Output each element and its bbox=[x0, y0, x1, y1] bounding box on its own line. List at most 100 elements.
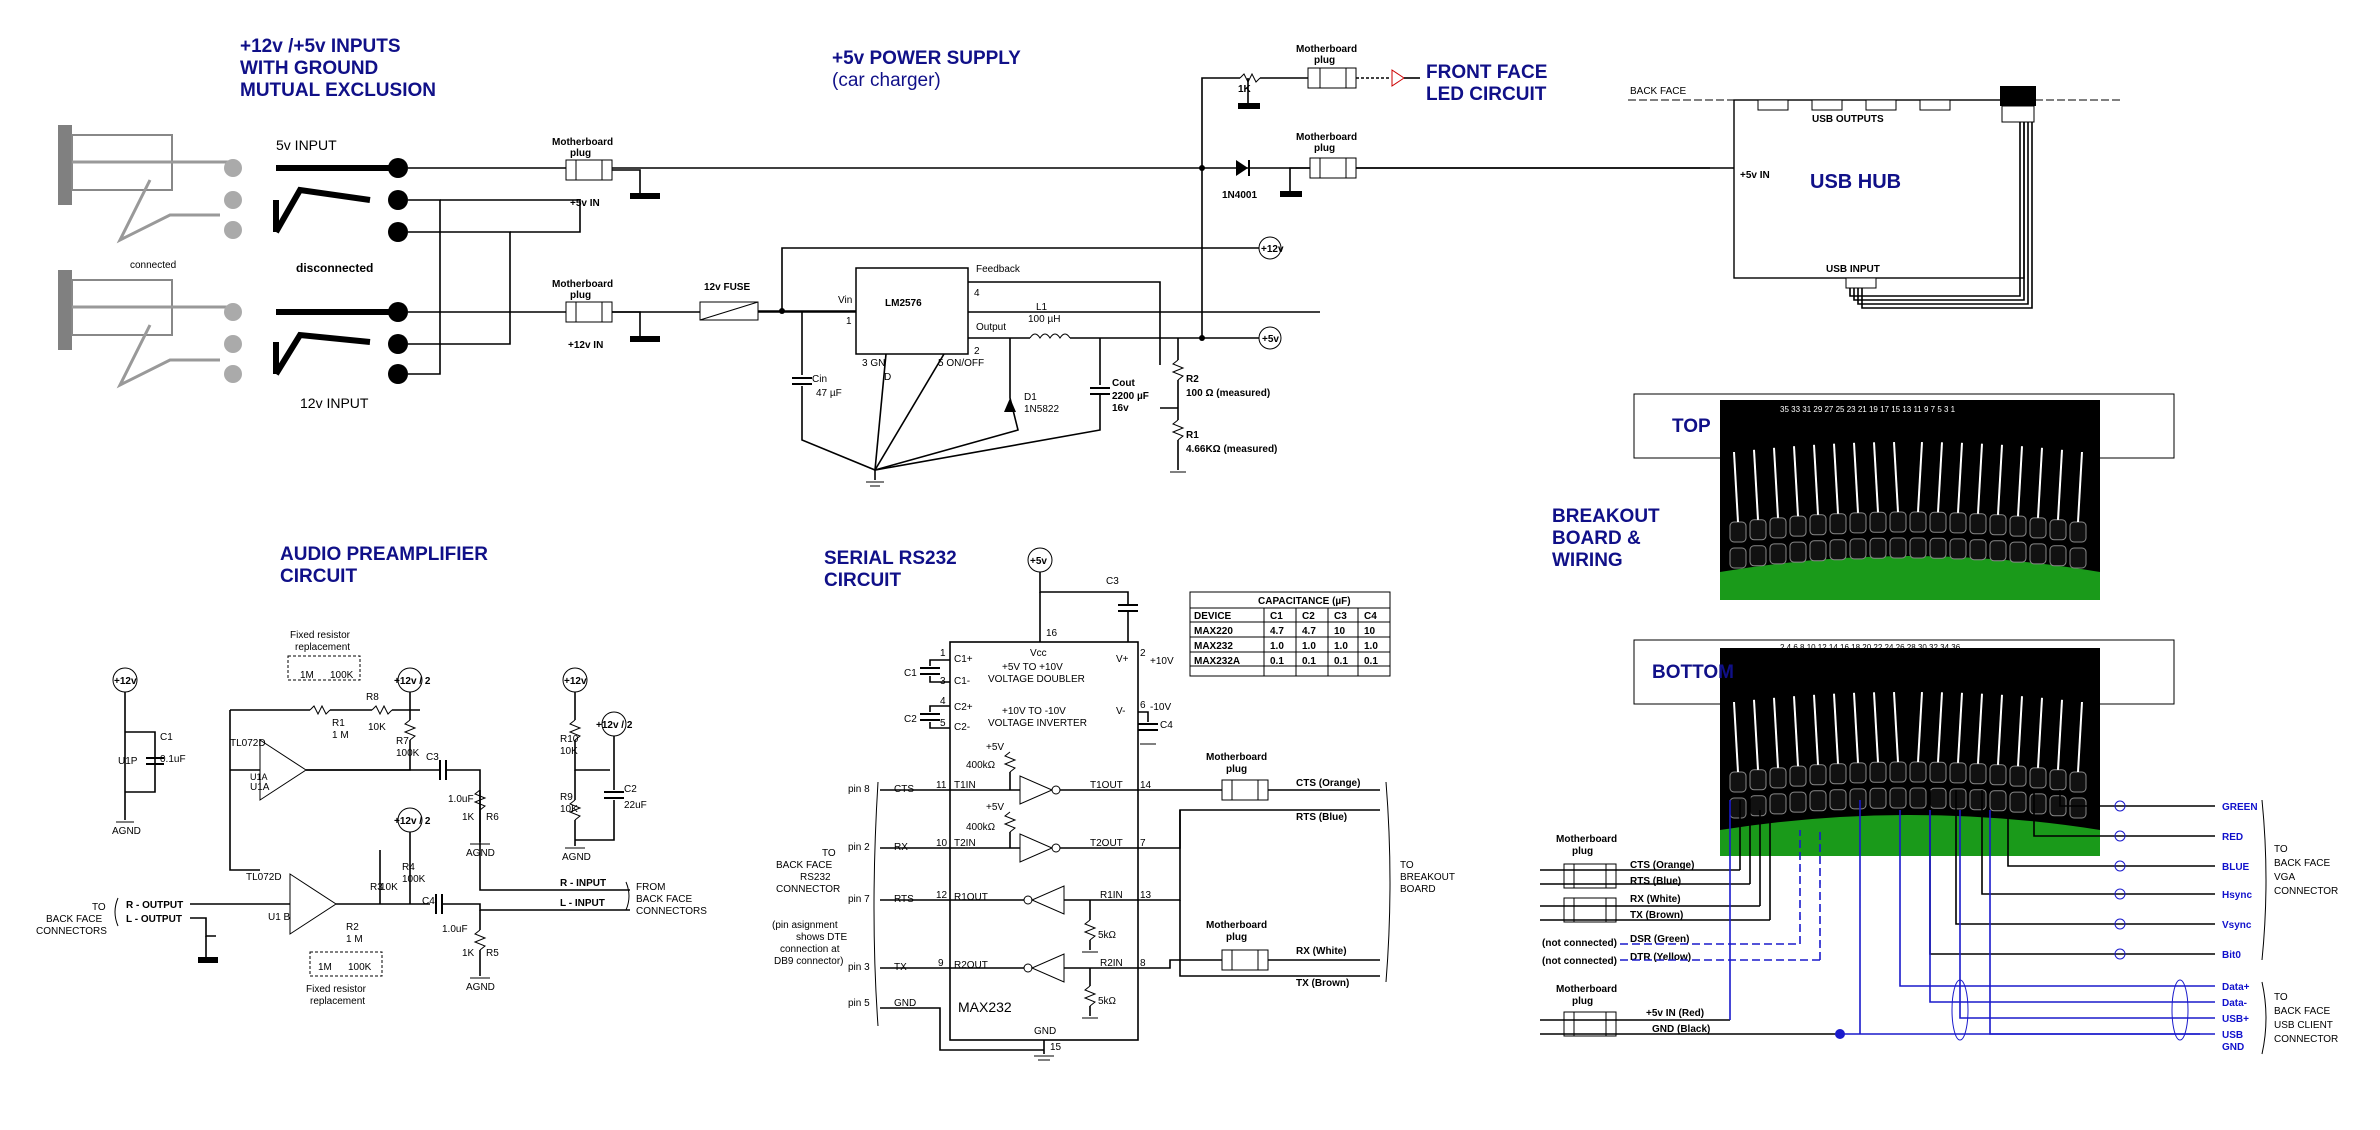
svg-text:LED CIRCUIT: LED CIRCUIT bbox=[1426, 84, 1547, 105]
svg-text:Motherboard: Motherboard bbox=[1556, 984, 1617, 995]
svg-text:BREAKOUT: BREAKOUT bbox=[1400, 872, 1455, 883]
svg-text:R2: R2 bbox=[346, 922, 359, 933]
svg-text:R5: R5 bbox=[486, 948, 499, 959]
svg-text:12: 12 bbox=[936, 890, 948, 901]
svg-text:R1: R1 bbox=[1186, 430, 1199, 441]
svg-text:VOLTAGE INVERTER: VOLTAGE INVERTER bbox=[988, 718, 1087, 729]
svg-text:plug: plug bbox=[1226, 932, 1247, 943]
breakout-pad bbox=[1789, 791, 1807, 813]
svg-text:13: 13 bbox=[1140, 890, 1152, 901]
svg-text:C4: C4 bbox=[1160, 720, 1173, 731]
breakout-pad bbox=[1949, 788, 1967, 810]
heading-psu: +5v POWER SUPPLY (car charger) bbox=[832, 48, 1021, 91]
svg-text:FRONT FACE: FRONT FACE bbox=[1426, 62, 1547, 83]
svg-text:(car charger): (car charger) bbox=[832, 70, 941, 91]
breakout-pad bbox=[1989, 764, 2007, 786]
svg-text:R1OUT: R1OUT bbox=[954, 892, 988, 903]
svg-text:Bit0: Bit0 bbox=[2222, 950, 2241, 961]
breakout-trace bbox=[1853, 442, 1859, 513]
breakout-pad bbox=[1929, 537, 1947, 559]
breakout-pad bbox=[1829, 513, 1847, 535]
breakout-wiring: Motherboard plug CTS (Orange) RTS (Blue)… bbox=[1540, 790, 2338, 1055]
svg-text:shows DTE: shows DTE bbox=[796, 932, 847, 943]
cap-table-cell: 1.0 bbox=[1270, 641, 1284, 652]
svg-text:U1A: U1A bbox=[250, 772, 268, 782]
cap-table-cell: DEVICE bbox=[1194, 611, 1232, 622]
usb-wire bbox=[1989, 810, 2215, 1035]
breakout-pad bbox=[1889, 761, 1907, 783]
svg-text:C1: C1 bbox=[160, 732, 173, 743]
cap-table-title: CAPACITANCE (µF) bbox=[1258, 596, 1351, 607]
vga-shield bbox=[2114, 888, 2126, 900]
svg-text:8: 8 bbox=[1140, 958, 1146, 969]
usb-shield bbox=[2171, 979, 2189, 1041]
svg-text:GND: GND bbox=[894, 998, 916, 1009]
cap-table-cell: 0.1 bbox=[1364, 656, 1378, 667]
breakout-pad bbox=[1809, 514, 1827, 536]
svg-text:replacement: replacement bbox=[295, 642, 350, 653]
breakout-trace bbox=[1833, 443, 1839, 514]
svg-text:CIRCUIT: CIRCUIT bbox=[824, 570, 901, 591]
svg-text:BACK FACE: BACK FACE bbox=[2274, 858, 2330, 869]
vga-wire bbox=[2033, 790, 2215, 837]
svg-text:BACK FACE: BACK FACE bbox=[46, 914, 102, 925]
usb-wire bbox=[1899, 810, 2215, 987]
breakout-trace bbox=[1997, 444, 2003, 515]
svg-text:USB CLIENT: USB CLIENT bbox=[2274, 1020, 2333, 1031]
breakout-pad bbox=[2009, 765, 2027, 787]
svg-text:35 33 31 29 27 25 23 21 19: 35 33 31 29 27 25 23 21 19 17 15 13 11 9… bbox=[1780, 405, 1956, 414]
breakout-pad bbox=[1889, 787, 1907, 809]
svg-text:CTS (Orange): CTS (Orange) bbox=[1296, 778, 1360, 789]
svg-text:10K: 10K bbox=[560, 746, 578, 757]
breakout-pad bbox=[1869, 761, 1887, 783]
connected-label: connected bbox=[130, 260, 176, 271]
svg-text:4: 4 bbox=[940, 696, 946, 707]
svg-text:CONNECTORS: CONNECTORS bbox=[636, 906, 707, 917]
svg-text:BACK FACE: BACK FACE bbox=[2274, 1006, 2330, 1017]
svg-text:+12v /+5v INPUTS: +12v /+5v INPUTS bbox=[240, 36, 401, 57]
breakout-pad bbox=[1769, 543, 1787, 565]
svg-text:U1P: U1P bbox=[118, 756, 138, 767]
breakout-pad bbox=[1789, 765, 1807, 787]
breakout-trace bbox=[1793, 696, 1799, 767]
svg-text:USB INPUT: USB INPUT bbox=[1826, 264, 1880, 275]
svg-text:(pin asignment: (pin asignment bbox=[772, 920, 838, 931]
svg-text:CONNECTOR: CONNECTOR bbox=[2274, 886, 2338, 897]
input-5v-label: 5v INPUT bbox=[276, 137, 337, 153]
breakout-pad bbox=[1749, 545, 1767, 567]
svg-text:+5V: +5V bbox=[986, 742, 1004, 753]
svg-text:5: 5 bbox=[940, 718, 946, 729]
breakout-trace bbox=[1957, 692, 1963, 763]
svg-text:TX (Brown): TX (Brown) bbox=[1296, 978, 1349, 989]
svg-text:2 4 6 8 10 12 14 16 18: 2 4 6 8 10 12 14 16 18 20 22 24 26 28 30… bbox=[1780, 643, 1961, 652]
svg-text:WIRING: WIRING bbox=[1552, 550, 1623, 571]
svg-text:C1+: C1+ bbox=[954, 654, 973, 665]
vga-shield bbox=[2114, 860, 2126, 872]
svg-text:L - INPUT: L - INPUT bbox=[560, 898, 605, 909]
svg-text:100K: 100K bbox=[396, 748, 420, 759]
vga-shield bbox=[2114, 918, 2126, 930]
svg-text:15: 15 bbox=[1050, 1042, 1062, 1053]
svg-text:T2OUT: T2OUT bbox=[1090, 838, 1123, 849]
svg-text:TO: TO bbox=[92, 902, 106, 913]
breakout-trace bbox=[2077, 701, 2083, 773]
cap-table-cell: C1 bbox=[1270, 611, 1283, 622]
svg-text:-10V: -10V bbox=[1150, 702, 1171, 713]
svg-text:+12v: +12v bbox=[1261, 244, 1284, 255]
svg-text:Motherboard: Motherboard bbox=[552, 137, 613, 148]
svg-text:R9: R9 bbox=[560, 792, 573, 803]
svg-text:D: D bbox=[884, 372, 891, 383]
svg-text:400kΩ: 400kΩ bbox=[966, 760, 996, 771]
svg-text:DTR (Yellow): DTR (Yellow) bbox=[1630, 952, 1691, 963]
breakout-pad bbox=[1849, 538, 1867, 560]
vga-wire bbox=[2007, 790, 2215, 867]
breakout-pad bbox=[2069, 797, 2087, 819]
breakout-trace bbox=[1813, 444, 1819, 515]
svg-text:RTS (Blue): RTS (Blue) bbox=[1296, 812, 1347, 823]
svg-text:TO: TO bbox=[2274, 992, 2288, 1003]
cap-table-cell: C4 bbox=[1364, 611, 1377, 622]
hub-title: USB HUB bbox=[1810, 171, 1901, 193]
svg-text:L1: L1 bbox=[1036, 302, 1048, 313]
bottom-label: BOTTOM bbox=[1652, 662, 1734, 683]
